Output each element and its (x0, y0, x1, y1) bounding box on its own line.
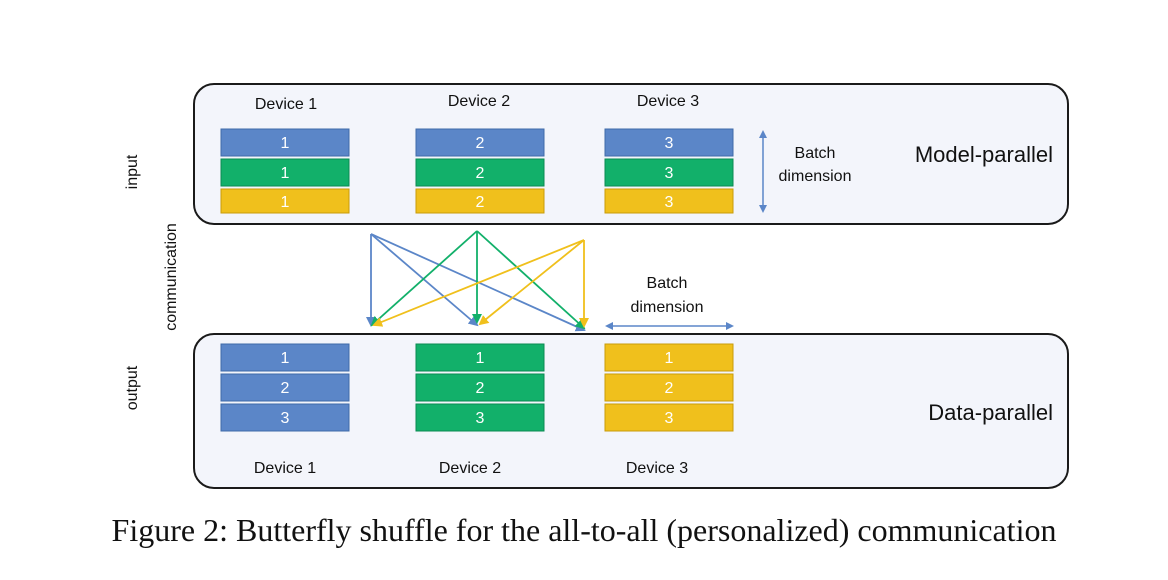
input-d3-block-1 (604, 128, 734, 157)
output-d1-block-1 (220, 343, 350, 372)
output-d3-block-2 (604, 373, 734, 402)
output-d1-block-3 (220, 403, 350, 432)
input-d1-block-1 (220, 128, 350, 157)
input-d1-block-1-label: 1 (281, 135, 290, 152)
input-side-label: input (124, 154, 141, 189)
output-device-1-label: Device 1 (254, 460, 316, 477)
input-d2-block-1-label: 2 (476, 135, 485, 152)
output-d1-block-3-label: 3 (281, 410, 290, 427)
input-device-3-label: Device 3 (637, 93, 699, 110)
figure-caption: Figure 2: Butterfly shuffle for the all-… (111, 512, 1057, 548)
input-d1-block-3-label: 1 (281, 194, 290, 211)
output-d3-block-3-label: 3 (665, 410, 674, 427)
input-device-1-label: Device 1 (255, 96, 317, 113)
input-d2-block-3-label: 2 (476, 194, 485, 211)
output-d3-block-3 (604, 403, 734, 432)
arrow-d3-to-d2 (478, 239, 585, 326)
communication-arrows (366, 230, 589, 332)
input-d2-block-1 (415, 128, 545, 157)
arrow-d3-to-d1 (372, 239, 585, 327)
input-batch-label-line2: dimension (779, 168, 852, 185)
output-d3-block-1-label: 1 (665, 350, 674, 367)
arrow-d2-to-d3 (476, 230, 586, 330)
communication-side-label: communication (163, 223, 180, 331)
output-device-2-label: Device 2 (439, 460, 501, 477)
input-d3-block-1-label: 3 (665, 135, 674, 152)
input-d2-block-3 (415, 188, 545, 214)
output-d2-block-1 (415, 343, 545, 372)
output-d2-block-1-label: 1 (476, 350, 485, 367)
output-d2-block-3-label: 3 (476, 410, 485, 427)
input-d1-block-2-label: 1 (281, 165, 290, 182)
input-d3-block-3-label: 3 (665, 194, 674, 211)
output-panel-title: Data-parallel (928, 400, 1053, 425)
output-d2-block-3 (415, 403, 545, 432)
output-batch-label-line2: dimension (631, 299, 704, 316)
input-d2-block-2-label: 2 (476, 165, 485, 182)
input-d3-block-2 (604, 158, 734, 187)
output-d3-block-1 (604, 343, 734, 372)
output-d1-block-2-label: 2 (281, 380, 290, 397)
output-d1-block-2 (220, 373, 350, 402)
input-panel-title: Model-parallel (915, 142, 1053, 167)
output-d1-block-1-label: 1 (281, 350, 290, 367)
output-d2-block-2 (415, 373, 545, 402)
arrow-d2-to-d1 (370, 230, 478, 327)
butterfly-diagram: input communication output Device 1 Devi… (124, 83, 1069, 489)
input-device-2-label: Device 2 (448, 93, 510, 110)
output-device-3-label: Device 3 (626, 460, 688, 477)
input-d1-block-3 (220, 188, 350, 214)
input-d1-block-2 (220, 158, 350, 187)
output-side-label: output (124, 365, 141, 410)
output-batch-label-line1: Batch (647, 275, 688, 292)
input-batch-label-line1: Batch (795, 145, 836, 162)
input-d2-block-2 (415, 158, 545, 187)
output-d3-block-2-label: 2 (665, 380, 674, 397)
output-d2-block-2-label: 2 (476, 380, 485, 397)
input-d3-block-2-label: 3 (665, 165, 674, 182)
input-d3-block-3 (604, 188, 734, 214)
